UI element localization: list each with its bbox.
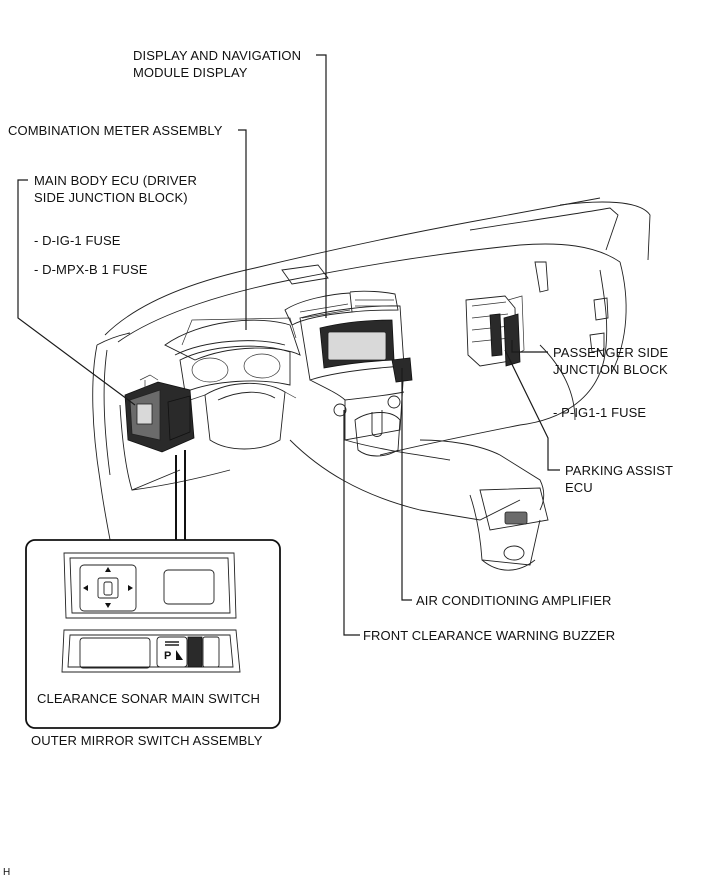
label-ac-amplifier: AIR CONDITIONING AMPLIFIER: [416, 593, 612, 608]
label-sonar-switch: CLEARANCE SONAR MAIN SWITCH: [37, 691, 261, 706]
arrow-down-icon: [105, 603, 111, 608]
label-outer-mirror-switch: OUTER MIRROR SWITCH ASSEMBLY: [31, 733, 263, 748]
dashboard-illustration: [92, 197, 651, 571]
label-d-mpxb1-fuse: - D-MPX-B 1 FUSE: [34, 262, 148, 277]
label-parking-assist-line2: ECU: [565, 480, 593, 495]
label-passenger-jb-line2: JUNCTION BLOCK: [553, 362, 668, 377]
arrow-left-icon: [83, 585, 88, 591]
label-d-ig1-fuse: - D-IG-1 FUSE: [34, 233, 121, 248]
label-front-buzzer: FRONT CLEARANCE WARNING BUZZER: [363, 628, 616, 643]
arrow-right-icon: [128, 585, 133, 591]
label-parking-assist-line1: PARKING ASSIST: [565, 463, 674, 478]
label-display-nav-line2: MODULE DISPLAY: [133, 65, 248, 80]
label-passenger-jb-line1: PASSENGER SIDE: [553, 345, 669, 360]
label-main-body-ecu-line1: MAIN BODY ECU (DRIVER: [34, 173, 197, 188]
switch-inset: [25, 539, 281, 729]
corner-code: H: [3, 867, 11, 878]
label-display-nav-line1: DISPLAY AND NAVIGATION: [133, 48, 302, 63]
label-p-ig1-fuse: - P-IG1-1 FUSE: [553, 405, 647, 420]
label-main-body-ecu-line2: SIDE JUNCTION BLOCK): [34, 190, 188, 205]
label-combination-meter: COMBINATION METER ASSEMBLY: [8, 123, 223, 138]
leader-lines: [17, 54, 560, 688]
arrow-up-icon: [105, 567, 111, 572]
sonar-switch-glyph: P: [164, 650, 171, 662]
